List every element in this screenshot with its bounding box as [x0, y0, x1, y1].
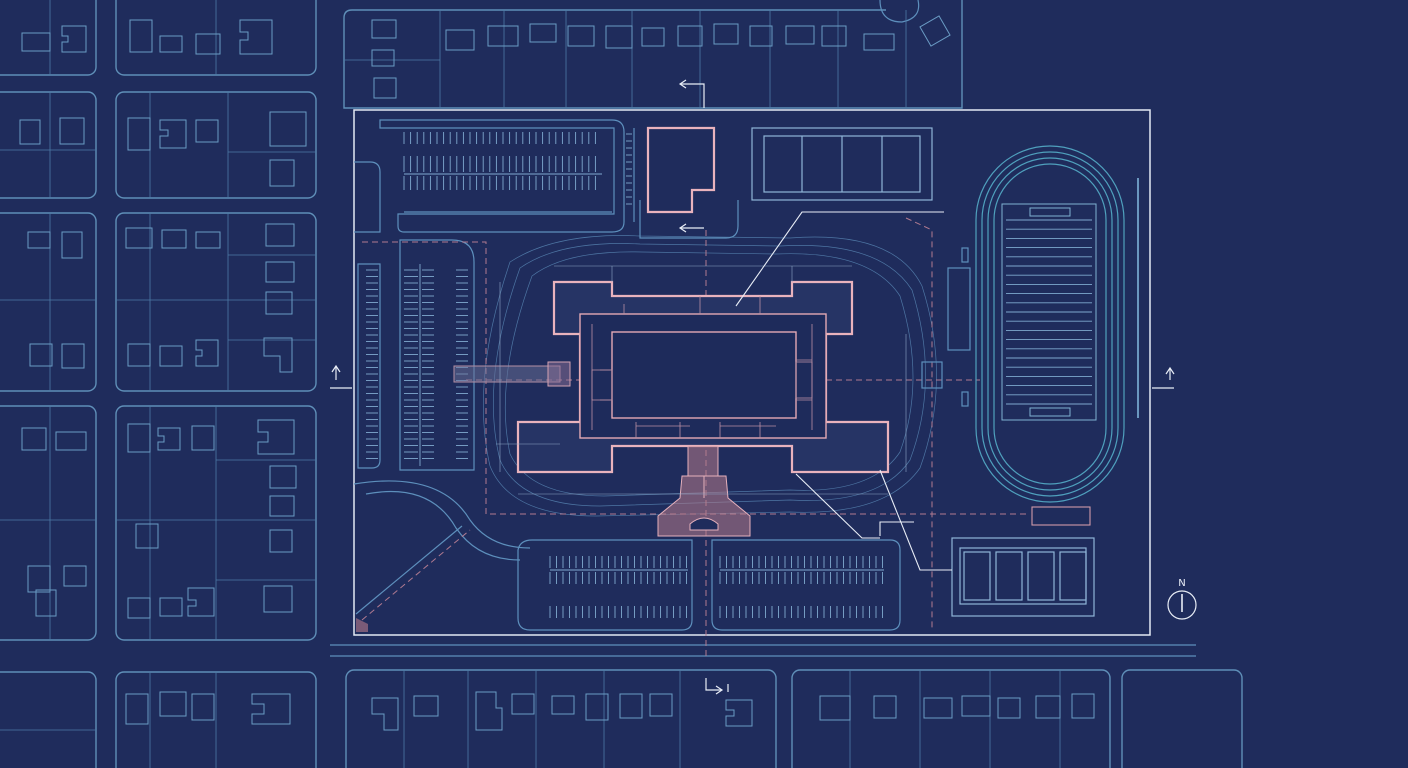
plaza-bench: [689, 517, 719, 531]
annotation-leaders: [735, 211, 952, 571]
section-arrow-south: [705, 678, 722, 691]
north-parking-lot: [379, 119, 625, 233]
east-bollard-n: [961, 247, 969, 263]
west-lot-edge: [357, 263, 381, 469]
north-arrow-label: N: [1178, 578, 1185, 589]
entry-plaza: [657, 475, 751, 537]
corner-pad: [356, 618, 368, 632]
section-arrows: [330, 79, 1175, 695]
west-parking-stalls: [366, 264, 468, 466]
tennis-courts: [751, 127, 933, 201]
dimension-lines: [496, 265, 907, 495]
lot-lines: [0, 0, 1061, 768]
field-yard-lines: [1006, 219, 1092, 405]
main-school-building: [516, 280, 890, 474]
north-lot-island: [354, 161, 381, 233]
concession-stand: [921, 361, 943, 389]
pedestrian-path: [361, 529, 471, 621]
block-south-1: [345, 669, 777, 768]
south-parking-lot-west: [517, 539, 693, 631]
grading-contours: [482, 235, 937, 517]
property-boundary: [353, 109, 1151, 636]
section-arrow-north: [680, 83, 705, 108]
south-entry: [687, 445, 719, 477]
north-parking-stalls: [403, 132, 632, 205]
block-nw-1: [0, 0, 97, 76]
block-north: [343, 0, 963, 109]
house-footprints: [19, 15, 1095, 731]
service-building: [646, 126, 716, 214]
south-parking-lot-east: [711, 539, 901, 631]
block-w-2: [115, 91, 317, 199]
east-bollard-s: [961, 391, 969, 407]
bleacher-structure: [947, 267, 971, 351]
entry-drive-curve-outer: [353, 480, 531, 549]
hard-courts: [951, 537, 1095, 617]
equipment-shed: [1031, 506, 1091, 526]
block-w-3: [0, 212, 97, 392]
curb-return-north: [879, 0, 920, 23]
north-arrow-icon: N: [1167, 578, 1197, 620]
block-w-1: [0, 91, 97, 199]
block-sw-1: [0, 671, 97, 768]
block-south-2: [791, 669, 1111, 768]
west-entry-vestibule: [547, 361, 571, 387]
south-parking-stalls: [549, 556, 884, 618]
west-entry-canopy: [453, 365, 561, 383]
entry-drive-curve-inner: [365, 490, 521, 561]
block-w-4: [115, 212, 317, 392]
block-w-5: [0, 405, 97, 641]
pedestrian-path-edge: [355, 525, 463, 615]
fire-lane-east: [905, 217, 933, 630]
block-south-3: [1121, 669, 1243, 768]
service-drive: [639, 200, 739, 239]
west-parking-lot: [399, 239, 475, 471]
running-track: [975, 145, 1139, 503]
